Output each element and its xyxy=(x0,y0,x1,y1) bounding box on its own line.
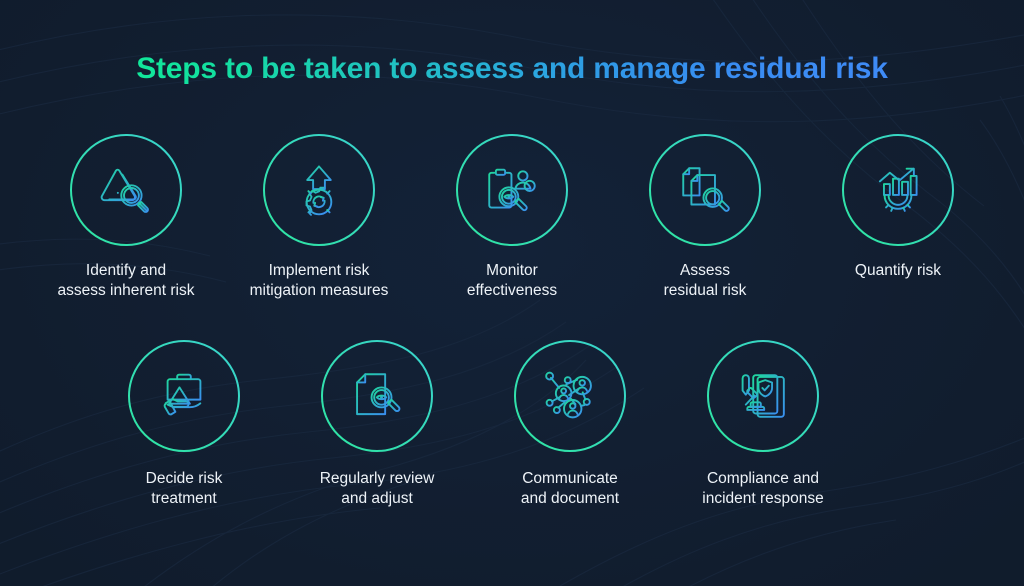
step-label: Identify and assess inherent risk xyxy=(57,262,195,299)
warning-triangle-magnifier-icon xyxy=(100,168,149,213)
step-icon-ring xyxy=(455,133,569,247)
step-label: Regularly review and adjust xyxy=(319,470,435,507)
step-regularly-review-and-adjust[interactable]: Regularly review and adjust xyxy=(318,339,436,508)
ring-circle xyxy=(842,134,954,246)
step-label: Decide risk treatment xyxy=(145,470,223,507)
document-shield-gavel-pencil-icon xyxy=(741,374,785,418)
page-title: Steps to be taken to assess and manage r… xyxy=(136,52,888,85)
arrow-up-gear-refresh-icon xyxy=(303,165,335,218)
step-decide-risk-treatment[interactable]: Decide risk treatment xyxy=(125,339,243,508)
document-eye-magnifier-icon xyxy=(356,373,401,416)
step-monitor-effectiveness[interactable]: Monitor effectiveness xyxy=(453,133,571,300)
step-icon-ring xyxy=(513,339,627,453)
ring-circle xyxy=(70,134,182,246)
step-icon-ring xyxy=(841,133,955,247)
ring-circle xyxy=(707,340,819,452)
step-assess-residual-risk[interactable]: Assess residual risk xyxy=(646,133,764,300)
network-people-nodes-icon xyxy=(545,371,592,419)
step-label: Communicate and document xyxy=(520,470,620,507)
step-label: Quantify risk xyxy=(854,262,942,279)
step-identify-and-assess-inherent-risk[interactable]: Identify and assess inherent risk xyxy=(58,133,194,300)
step-icon-ring xyxy=(648,133,762,247)
ring-circle xyxy=(128,340,240,452)
step-label: Implement risk mitigation measures xyxy=(249,262,389,299)
clipboard-person-eye-magnifier-icon xyxy=(488,168,536,212)
step-communicate-and-document[interactable]: Communicate and document xyxy=(511,339,629,508)
ring-circle xyxy=(514,340,626,452)
bar-chart-trend-gear-icon xyxy=(875,167,921,214)
step-label: Monitor effectiveness xyxy=(466,262,558,299)
step-compliance-and-incident-response[interactable]: Compliance and incident response xyxy=(702,339,824,508)
step-quantify-risk[interactable]: Quantify risk xyxy=(839,133,957,300)
steps-row-bottom: Decide risk treatment xyxy=(125,339,915,508)
hand-briefcase-warning-icon xyxy=(163,373,202,416)
step-icon-ring xyxy=(320,339,434,453)
step-icon-ring xyxy=(262,133,376,247)
documents-magnifier-icon xyxy=(682,167,730,212)
ring-circle xyxy=(456,134,568,246)
ring-circle xyxy=(263,134,375,246)
ring-circle xyxy=(321,340,433,452)
step-label: Compliance and incident response xyxy=(702,470,824,507)
steps-row-top: Identify and assess inherent risk xyxy=(0,133,1024,300)
ring-circle xyxy=(649,134,761,246)
step-implement-risk-mitigation-measures[interactable]: Implement risk mitigation measures xyxy=(250,133,388,300)
step-icon-ring xyxy=(127,339,241,453)
title-container: Steps to be taken to assess and manage r… xyxy=(0,52,1024,86)
step-icon-ring xyxy=(706,339,820,453)
step-label: Assess residual risk xyxy=(663,262,747,299)
step-icon-ring xyxy=(69,133,183,247)
